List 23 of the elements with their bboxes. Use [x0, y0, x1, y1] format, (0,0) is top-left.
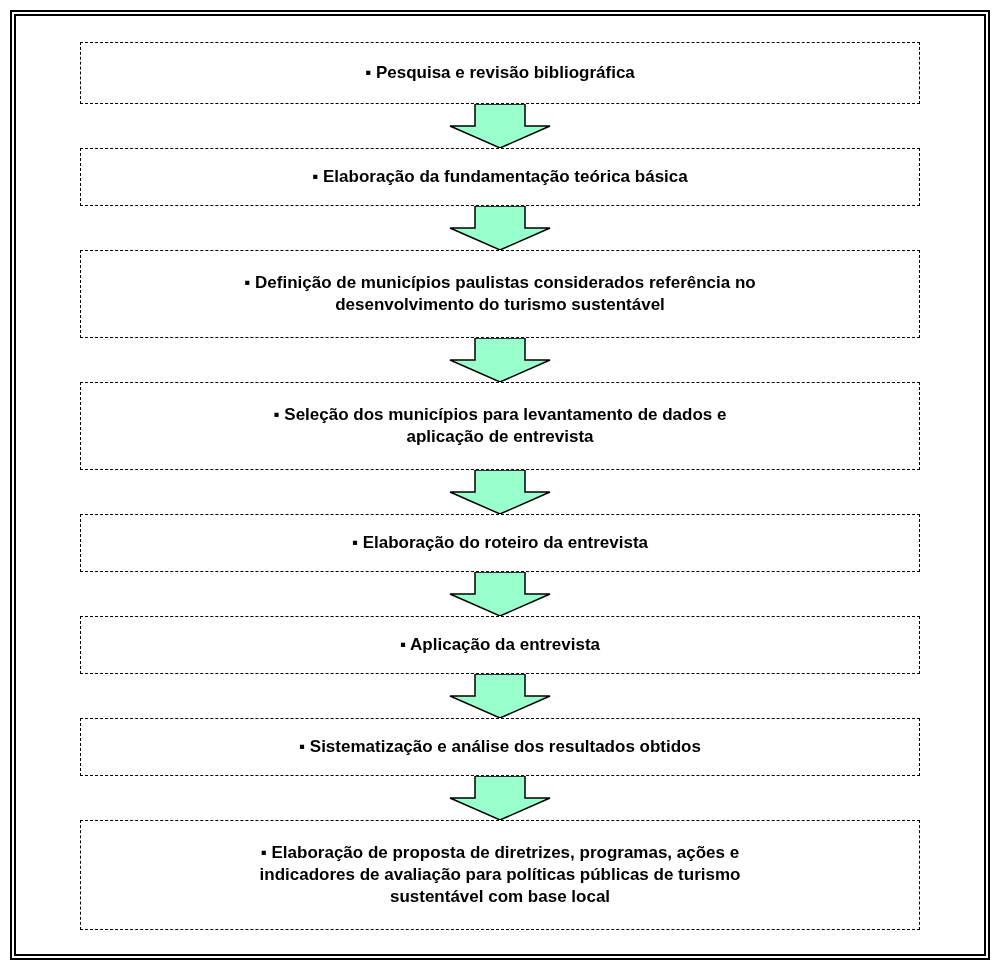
block-arrow	[449, 469, 551, 515]
step-text: ▪ Sistematização e análise dos resultados obtidos	[299, 736, 701, 758]
process-box	[80, 718, 920, 776]
step-text: ▪ Elaboração de proposta de diretrizes, programas, ações e indicadores de avaliação para políticas públicas de turismo sustentável com base local	[258, 842, 742, 908]
step-text: ▪ Pesquisa e revisão bibliográfica	[365, 62, 635, 84]
process-box	[80, 250, 920, 338]
step-text: ▪ Definição de municípios paulistas considerados referência no desenvolvimento do turismo sustentável	[243, 272, 757, 316]
process-box	[80, 382, 920, 470]
block-arrow	[449, 571, 551, 617]
block-arrow	[449, 775, 551, 821]
block-arrow	[449, 103, 551, 149]
block-arrow	[449, 337, 551, 383]
process-box	[80, 616, 920, 674]
process-box	[80, 148, 920, 206]
step-text: ▪ Elaboração da fundamentação teórica básica	[312, 166, 688, 188]
process-box	[80, 514, 920, 572]
process-box	[80, 820, 920, 930]
process-box	[80, 42, 920, 104]
block-arrow	[449, 205, 551, 251]
block-arrow	[449, 673, 551, 719]
step-text: ▪ Seleção dos municípios para levantamento de dados e aplicação de entrevista	[272, 404, 728, 448]
step-text: ▪ Elaboração do roteiro da entrevista	[351, 532, 649, 554]
step-text: ▪ Aplicação da entrevista	[399, 634, 600, 656]
